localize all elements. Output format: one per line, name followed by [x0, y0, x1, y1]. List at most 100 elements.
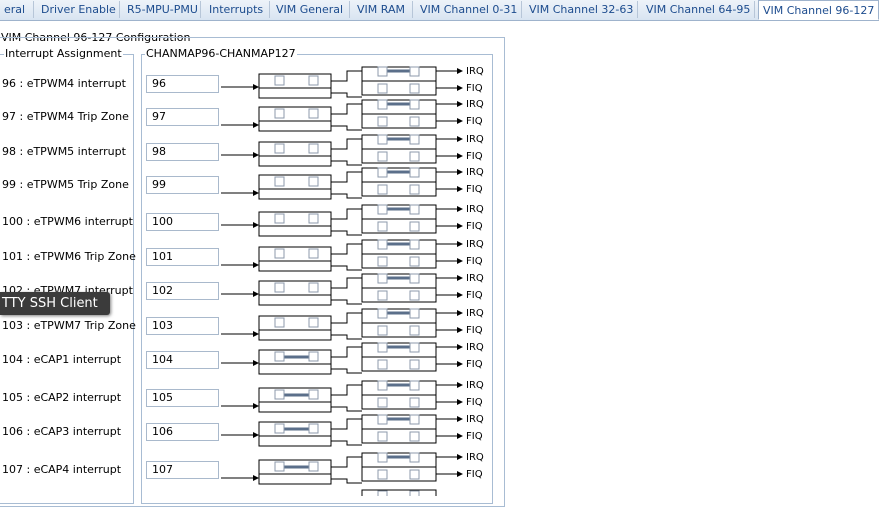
chanmap-input[interactable]: 100: [146, 213, 219, 231]
fiq-checkbox[interactable]: [377, 221, 388, 232]
irq-checkbox[interactable]: [409, 134, 420, 145]
fiq-checkbox[interactable]: [377, 397, 388, 408]
chanmap-input[interactable]: 96: [146, 75, 219, 93]
fiq-checkbox[interactable]: [377, 325, 388, 336]
irq-checkbox[interactable]: [409, 99, 420, 110]
chanmap-input[interactable]: 97: [146, 108, 219, 126]
channel-label: 106 : eCAP3 interrupt: [2, 425, 122, 438]
enable-checkbox[interactable]: [274, 143, 285, 154]
irq-checkbox[interactable]: [409, 204, 420, 215]
enable-checkbox[interactable]: [274, 423, 285, 434]
enable-checkbox[interactable]: [274, 213, 285, 224]
chanmap-input[interactable]: 103: [146, 317, 219, 335]
irq-checkbox[interactable]: [377, 490, 388, 496]
irq-checkbox[interactable]: [409, 167, 420, 178]
irq-checkbox[interactable]: [409, 273, 420, 284]
irq-checkbox[interactable]: [377, 204, 388, 215]
enable-checkbox[interactable]: [308, 143, 319, 154]
chanmap-input[interactable]: 99: [146, 176, 219, 194]
irq-checkbox[interactable]: [409, 452, 420, 463]
enable-checkbox[interactable]: [308, 317, 319, 328]
enable-checkbox[interactable]: [308, 75, 319, 86]
fiq-checkbox[interactable]: [377, 469, 388, 480]
fiq-checkbox[interactable]: [377, 116, 388, 127]
wire: [331, 208, 362, 220]
arrow-head: [253, 475, 259, 481]
irq-checkbox[interactable]: [377, 167, 388, 178]
enable-checkbox[interactable]: [308, 282, 319, 293]
enable-checkbox[interactable]: [308, 351, 319, 362]
tab-driver-enable[interactable]: Driver Enable: [37, 1, 120, 18]
chanmap-input[interactable]: 107: [146, 461, 219, 479]
fiq-checkbox[interactable]: [409, 325, 420, 336]
enable-checkbox[interactable]: [308, 461, 319, 472]
fiq-checkbox[interactable]: [409, 290, 420, 301]
irq-checkbox[interactable]: [409, 380, 420, 391]
enable-checkbox[interactable]: [274, 461, 285, 472]
irq-checkbox[interactable]: [377, 273, 388, 284]
fiq-checkbox[interactable]: [409, 184, 420, 195]
enable-checkbox[interactable]: [308, 176, 319, 187]
fiq-checkbox[interactable]: [377, 151, 388, 162]
fiq-checkbox[interactable]: [409, 359, 420, 370]
fiq-checkbox[interactable]: [377, 256, 388, 267]
enable-checkbox[interactable]: [274, 389, 285, 400]
fiq-checkbox[interactable]: [377, 290, 388, 301]
fiq-checkbox[interactable]: [377, 431, 388, 442]
chanmap-input[interactable]: 102: [146, 282, 219, 300]
enable-checkbox[interactable]: [308, 213, 319, 224]
enable-checkbox[interactable]: [308, 248, 319, 259]
fiq-checkbox[interactable]: [377, 184, 388, 195]
irq-checkbox[interactable]: [377, 342, 388, 353]
fiq-checkbox[interactable]: [409, 221, 420, 232]
enable-checkbox[interactable]: [274, 282, 285, 293]
enable-checkbox[interactable]: [274, 108, 285, 119]
enable-checkbox[interactable]: [308, 108, 319, 119]
tab-vim-ram[interactable]: VIM RAM: [353, 1, 413, 18]
fiq-checkbox[interactable]: [409, 151, 420, 162]
fiq-checkbox[interactable]: [409, 83, 420, 94]
tab-vim-channel-96-127[interactable]: VIM Channel 96-127: [758, 0, 879, 20]
tab-vim-channel-64-95[interactable]: VIM Channel 64-95: [642, 1, 755, 18]
tab-vim-general[interactable]: VIM General: [272, 1, 350, 18]
irq-checkbox[interactable]: [409, 342, 420, 353]
irq-checkbox[interactable]: [377, 308, 388, 319]
fiq-checkbox[interactable]: [409, 431, 420, 442]
irq-checkbox[interactable]: [409, 239, 420, 250]
enable-checkbox[interactable]: [274, 176, 285, 187]
chanmap-input[interactable]: 104: [146, 351, 219, 369]
enable-checkbox[interactable]: [308, 389, 319, 400]
enable-checkbox[interactable]: [308, 423, 319, 434]
chanmap-input[interactable]: 105: [146, 389, 219, 407]
enable-checkbox[interactable]: [274, 351, 285, 362]
tab-r5-mpu-pmu[interactable]: R5-MPU-PMU: [123, 1, 201, 18]
irq-checkbox[interactable]: [377, 66, 388, 77]
fiq-checkbox[interactable]: [409, 469, 420, 480]
fiq-checkbox[interactable]: [377, 359, 388, 370]
enable-checkbox[interactable]: [274, 75, 285, 86]
fiq-checkbox[interactable]: [377, 83, 388, 94]
tab-vim-channel-0-31[interactable]: VIM Channel 0-31: [416, 1, 522, 18]
tab-vim-channel-32-63[interactable]: VIM Channel 32-63: [525, 1, 638, 18]
chanmap-input[interactable]: 106: [146, 423, 219, 441]
irq-checkbox[interactable]: [409, 308, 420, 319]
irq-checkbox[interactable]: [409, 490, 420, 496]
fiq-checkbox[interactable]: [409, 116, 420, 127]
irq-checkbox[interactable]: [377, 414, 388, 425]
enable-checkbox[interactable]: [274, 317, 285, 328]
fiq-checkbox[interactable]: [409, 397, 420, 408]
tab-eral[interactable]: eral: [0, 1, 34, 18]
tab-interrupts[interactable]: Interrupts: [205, 1, 270, 18]
irq-checkbox[interactable]: [377, 380, 388, 391]
irq-checkbox[interactable]: [409, 414, 420, 425]
irq-checkbox[interactable]: [377, 239, 388, 250]
chanmap-input[interactable]: 98: [146, 143, 219, 161]
chanmap-input[interactable]: 101: [146, 248, 219, 266]
wire: [331, 406, 362, 412]
enable-checkbox[interactable]: [274, 248, 285, 259]
irq-checkbox[interactable]: [377, 134, 388, 145]
fiq-checkbox[interactable]: [409, 256, 420, 267]
irq-checkbox[interactable]: [377, 452, 388, 463]
irq-checkbox[interactable]: [377, 99, 388, 110]
irq-checkbox[interactable]: [409, 66, 420, 77]
